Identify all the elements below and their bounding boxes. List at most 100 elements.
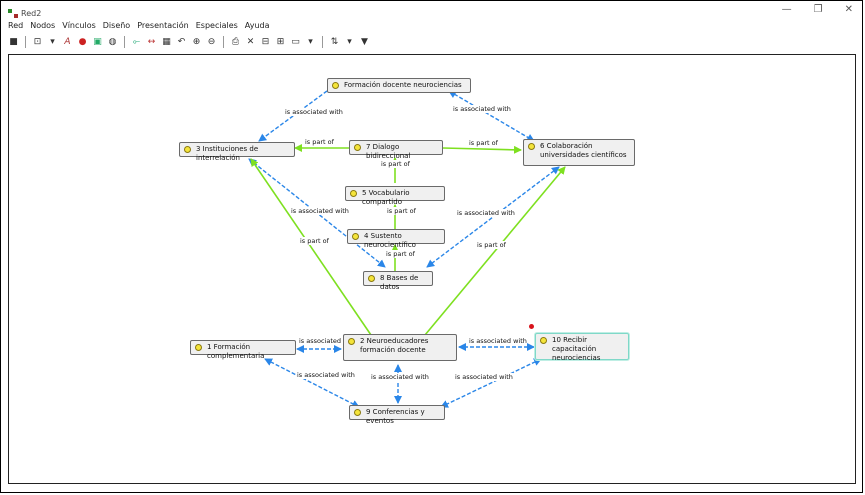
node-4[interactable]: 4 Sustento neurocientífico (347, 229, 445, 249)
align-icon[interactable]: ⊟ (261, 36, 270, 47)
node-8[interactable]: 8 Bases de datos (363, 271, 433, 291)
node-label: Formación docente neurociencias (344, 81, 462, 89)
comment-icon[interactable]: ◍ (108, 36, 117, 47)
edge-n10-to-n9[interactable] (440, 358, 542, 408)
node-icon (349, 189, 359, 198)
edge-label: is associated with (285, 108, 343, 116)
layout-icon[interactable]: ⟜ (132, 36, 141, 47)
edge-formacion-to-n6[interactable] (448, 90, 535, 142)
edge-formacion-to-n3[interactable] (258, 90, 328, 142)
toolbar-separator (322, 36, 323, 48)
node-icon (527, 142, 537, 151)
menu-nodos[interactable]: Nodos (30, 21, 56, 30)
node-icon (194, 343, 204, 352)
node-formacion-docente[interactable]: Formación docente neurociencias (327, 78, 471, 93)
delete-icon[interactable]: ✕ (246, 36, 255, 47)
grid-icon[interactable]: ▦ (162, 36, 171, 47)
node-label: 5 Vocabulario compartido (362, 189, 410, 206)
node-label: 3 Instituciones de interrelación (196, 145, 259, 162)
menu-diseno[interactable]: Diseño (102, 21, 131, 30)
zoom-in-icon[interactable]: ⊕ (192, 36, 201, 47)
node-1[interactable]: 1 Formación complementaria (190, 340, 296, 360)
network-app-icon (8, 8, 18, 18)
node-2[interactable]: 2 Neuroeducadores formación docente (343, 334, 457, 361)
edge-label: is part of (469, 139, 498, 147)
print-icon[interactable]: ⎙ (231, 36, 240, 47)
display-icon[interactable]: ▭ (291, 36, 300, 47)
edge-label: is part of (381, 160, 410, 168)
edge-label: is associated with (453, 105, 511, 113)
dropdown-icon[interactable]: ▾ (308, 36, 313, 47)
node-icon (351, 232, 361, 241)
node-3[interactable]: 3 Instituciones de interrelación (179, 142, 295, 162)
filter-icon[interactable]: ▼ (361, 36, 368, 47)
edge-label: is part of (477, 241, 506, 249)
edge-label: is associated with (291, 207, 349, 215)
title-bar: Red2 (8, 6, 41, 20)
save-icon[interactable]: ■ (9, 36, 18, 47)
toolbar-separator (124, 36, 125, 48)
edge-label: is part of (300, 237, 329, 245)
align-alt-icon[interactable]: ⊞ (276, 36, 285, 47)
toolbar-separator (223, 36, 224, 48)
node-label: 9 Conferencias y eventos (366, 408, 425, 425)
node-label: 1 Formación complementaria (207, 343, 265, 360)
edge-n2-to-n3[interactable] (250, 158, 372, 336)
node-9[interactable]: 9 Conferencias y eventos (349, 405, 445, 425)
menu-red[interactable]: Red (8, 21, 24, 30)
text-icon[interactable]: A (64, 36, 71, 47)
menu-ayuda[interactable]: Ayuda (244, 21, 270, 30)
restore-icon[interactable]: ❐ (813, 4, 823, 15)
dropdown-icon[interactable]: ▾ (50, 36, 55, 47)
menu-bar: Red Nodos Vínculos Diseño Presentación E… (8, 21, 270, 30)
node-label: 8 Bases de datos (380, 274, 419, 291)
window-controls: — ❐ ✕ (782, 4, 853, 15)
menu-vinculos[interactable]: Vínculos (62, 21, 96, 30)
node-7[interactable]: 7 Dialogo bidireccional (349, 140, 443, 160)
undo-icon[interactable]: ↶ (177, 36, 186, 47)
node-label: 7 Dialogo bidireccional (366, 143, 411, 160)
network-canvas[interactable]: is associated with is associated with is… (8, 54, 856, 484)
edge-n1-to-n9[interactable] (264, 358, 360, 408)
zoom-out-icon[interactable]: ⊖ (207, 36, 216, 47)
close-icon[interactable]: ✕ (844, 4, 853, 15)
node-icon (353, 408, 363, 417)
toolbar: ■ ⊡ ▾ A ● ▣ ◍ ⟜ ↔ ▦ ↶ ⊕ ⊖ ⎙ ✕ ⊟ ⊞ ▭ ▾ ⇅ … (8, 34, 370, 50)
node-label: 6 Colaboración universidades científicos (540, 142, 627, 159)
node-label: 4 Sustento neurocientífico (364, 232, 416, 249)
edge-n6-to-n8[interactable] (426, 166, 560, 268)
node-6[interactable]: 6 Colaboración universidades científicos (523, 139, 635, 166)
edge-label: is associated with (297, 371, 355, 379)
node-icon (539, 336, 549, 345)
edge-n2-to-n6[interactable] (424, 166, 566, 336)
node-5[interactable]: 5 Vocabulario compartido (345, 186, 445, 206)
dropdown-icon[interactable]: ▾ (347, 36, 352, 47)
node-icon (367, 274, 377, 283)
image-icon[interactable]: ▣ (93, 36, 102, 47)
edge-label: is part of (305, 138, 334, 146)
toolbar-separator (25, 36, 26, 48)
edge-label: is associated with (371, 373, 429, 381)
edge-label: is associated with (469, 337, 527, 345)
node-icon (347, 337, 357, 346)
node-label: 10 Recibir capacitación neurociencias (552, 336, 601, 362)
node-icon (353, 143, 363, 152)
distribute-icon[interactable]: ↔ (147, 36, 156, 47)
edge-n7-to-n6[interactable] (442, 145, 522, 154)
edges-layer (248, 90, 566, 408)
sort-icon[interactable]: ⇅ (330, 36, 339, 47)
menu-presentacion[interactable]: Presentación (137, 21, 189, 30)
window-title: Red2 (21, 8, 42, 18)
node-icon (183, 145, 193, 154)
color-wheel-icon[interactable]: ● (78, 36, 87, 47)
edge-label: is part of (386, 250, 415, 258)
menu-especiales[interactable]: Especiales (195, 21, 238, 30)
new-node-icon[interactable]: ⊡ (33, 36, 42, 47)
edge-label: is associated with (455, 373, 513, 381)
minimize-icon[interactable]: — (781, 4, 792, 15)
node-icon (331, 81, 341, 90)
node-10[interactable]: 10 Recibir capacitación neurociencias (535, 333, 629, 362)
edge-label: is part of (387, 207, 416, 215)
node-label: 2 Neuroeducadores formación docente (360, 337, 429, 354)
